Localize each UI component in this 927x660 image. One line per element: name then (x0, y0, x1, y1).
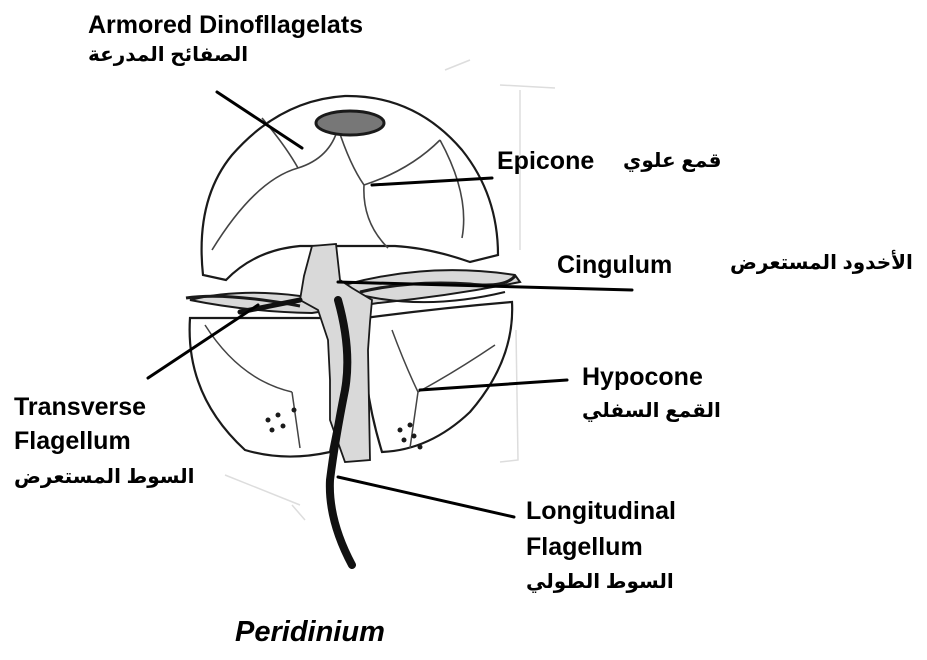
label-cingulum-ar: الأخدود المستعرض (730, 253, 913, 274)
label-transverse-en-2: Flagellum (14, 428, 131, 454)
apical-pore (316, 111, 384, 135)
label-longitudinal-en-2: Flagellum (526, 534, 643, 560)
label-hypocone-ar: القمع السفلي (582, 401, 721, 422)
label-cingulum-en: Cingulum (557, 252, 672, 278)
label-hypocone-en: Hypocone (582, 364, 703, 390)
label-longitudinal-en-1: Longitudinal (526, 498, 676, 524)
label-transverse-en-1: Transverse (14, 394, 146, 420)
label-epicone-ar: قمع علوي (623, 151, 721, 172)
epicone-shape (202, 96, 498, 280)
caption-title: Peridinium (235, 616, 385, 649)
label-transverse-ar: السوط المستعرض (14, 467, 195, 488)
label-armored-ar: الصفائح المدرعة (88, 45, 248, 66)
label-armored-en: Armored Dinofllagelats (88, 12, 363, 38)
leader-longitudinal (338, 477, 514, 517)
label-longitudinal-ar: السوط الطولي (526, 572, 674, 593)
label-epicone-en: Epicone (497, 148, 594, 174)
